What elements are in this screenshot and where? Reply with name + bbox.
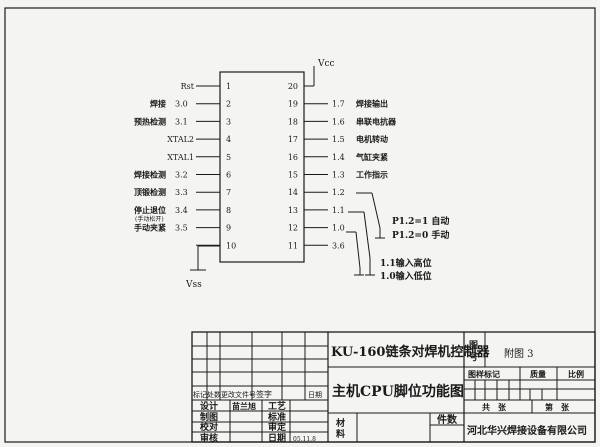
- sheets-total: 共 张: [482, 402, 507, 412]
- role-check: 校对: [200, 421, 218, 433]
- company-name: 河北华兴焊接设备有限公司: [467, 424, 587, 437]
- right-pin-number: 11: [288, 241, 298, 250]
- tuhao-label-1: 图: [469, 340, 478, 351]
- role-review: 审核: [200, 432, 218, 444]
- right-pin-number: 12: [288, 224, 298, 233]
- rev-header-mark: 标记: [193, 390, 207, 399]
- switch-note-auto: P1.2=1 自动: [392, 215, 449, 227]
- right-pin-number: 20: [288, 82, 298, 91]
- left-pin-port: 3.3: [175, 188, 188, 197]
- vcc-label: Vcc: [317, 59, 335, 69]
- left-pin-group: 1 Rst 2 3.0 焊接 3 3.1 预热检测 4 XTAL2 5 XTAL1 6 3.2 焊接检测 7 3…: [134, 82, 236, 250]
- right-pin-port: 1.7: [332, 100, 345, 109]
- left-pin-function: 手动夹紧: [134, 223, 166, 233]
- product-name: KU-160链条对焊机控制器: [331, 344, 490, 360]
- switch-p11-lever: [363, 211, 371, 259]
- role2-approve: 审定: [268, 421, 287, 433]
- right-pin-number: 13: [288, 206, 298, 215]
- right-pin-port: 1.1: [332, 206, 345, 215]
- rev-header-file: 更改文件号: [221, 390, 256, 399]
- switch-p10-lever: [355, 231, 361, 269]
- rev-header-date: 日期: [308, 391, 322, 399]
- left-pin-number: 5: [226, 153, 231, 162]
- left-pin-function: XTAL1: [167, 153, 194, 162]
- input-note-high: 1.1输入高位: [380, 257, 432, 269]
- right-pin-port: 3.6: [332, 241, 345, 250]
- left-pin-function: XTAL2: [167, 135, 194, 144]
- right-pin-function: 气缸夹紧: [355, 152, 388, 162]
- mark-label: 图样标记: [468, 369, 500, 379]
- right-pin-number: 19: [288, 100, 298, 109]
- right-pin-port: 1.0: [332, 224, 345, 233]
- drawing-date: 05.11.8: [293, 436, 316, 443]
- left-pin-port: 3.5: [175, 224, 188, 233]
- right-pin-function: 串联电抗器: [356, 116, 397, 126]
- switch-p12-lever: [371, 192, 381, 229]
- left-pin-function: 停止退位: [134, 205, 166, 215]
- role-design: 设计: [200, 400, 218, 412]
- left-pin-number: 1: [226, 82, 231, 91]
- right-pin-number: 16: [288, 153, 298, 162]
- designer-name: 苗兰旭: [232, 401, 256, 411]
- role2-date: 日期: [268, 432, 286, 444]
- sheet-no: 第 张: [545, 402, 570, 412]
- left-pin-number: 3: [226, 117, 231, 126]
- right-pin-port: 1.3: [332, 171, 345, 180]
- left-pin-port: 3.4: [175, 206, 188, 215]
- title-block-frame: [191, 331, 596, 443]
- left-pin-function: Rst: [181, 82, 195, 91]
- right-pin-function: 工作指示: [356, 170, 388, 180]
- left-pin-function: 焊接: [150, 99, 166, 109]
- left-pin-number: 6: [226, 171, 231, 180]
- material-label-1: 材: [335, 417, 345, 429]
- left-pin-number: 8: [226, 206, 231, 215]
- pieces-label: 件数: [437, 413, 458, 426]
- scale-label: 比例: [568, 369, 584, 379]
- material-label-2: 料: [336, 428, 345, 440]
- left-pin-number: 9: [226, 224, 231, 233]
- left-pin-number: 2: [226, 100, 231, 109]
- title-block: [191, 331, 596, 443]
- right-pin-number: 14: [288, 188, 298, 197]
- right-pin-group: 20 19 1.7 焊接输出 18 1.6 串联电抗器 17 1.5 电机转动 16 1.4 气缸夹紧 1…: [288, 82, 397, 250]
- role2-craft: 工艺: [268, 400, 286, 412]
- right-pin-port: 1.5: [332, 135, 345, 144]
- left-pin-function: 焊接检测: [134, 170, 166, 180]
- rev-header-count: 处数: [207, 390, 221, 399]
- left-pin-function: 预热检测: [134, 116, 166, 126]
- left-pin-note: (手动松开): [135, 215, 164, 223]
- right-pin-function: 焊接输出: [356, 99, 388, 109]
- drawing-title: 主机CPU脚位功能图: [332, 383, 464, 400]
- input-note-low: 1.0输入低位: [380, 270, 432, 282]
- ic-body: [219, 71, 305, 263]
- right-pin-number: 17: [288, 135, 298, 144]
- vss-label: Vss: [185, 280, 202, 290]
- right-pin-number: 18: [288, 117, 298, 126]
- left-pin-port: 3.1: [175, 117, 188, 126]
- left-pin-function: 顶锻检测: [134, 187, 166, 197]
- right-pin-port: 1.4: [332, 153, 345, 162]
- right-pin-port: 1.2: [332, 188, 345, 197]
- right-pin-function: 电机转动: [356, 134, 388, 144]
- rev-header-sign: 签字: [256, 389, 272, 399]
- left-pin-number: 7: [226, 188, 231, 197]
- left-pin-number: 10: [226, 241, 236, 250]
- right-pin-number: 15: [288, 171, 298, 180]
- role-draw: 制图: [200, 411, 218, 423]
- right-pin-port: 1.6: [332, 117, 345, 126]
- role2-standard: 标准: [267, 411, 286, 423]
- tuhao-label-2: 号: [469, 352, 478, 363]
- left-pin-port: 3.0: [175, 100, 188, 109]
- weight-label: 质量: [530, 369, 546, 379]
- drawing-border: [4, 7, 596, 443]
- left-pin-number: 4: [226, 135, 231, 144]
- tuhao-value: 附图 3: [504, 347, 534, 360]
- switch-note-manual: P1.2=0 手动: [392, 229, 449, 241]
- left-pin-port: 3.2: [175, 171, 188, 180]
